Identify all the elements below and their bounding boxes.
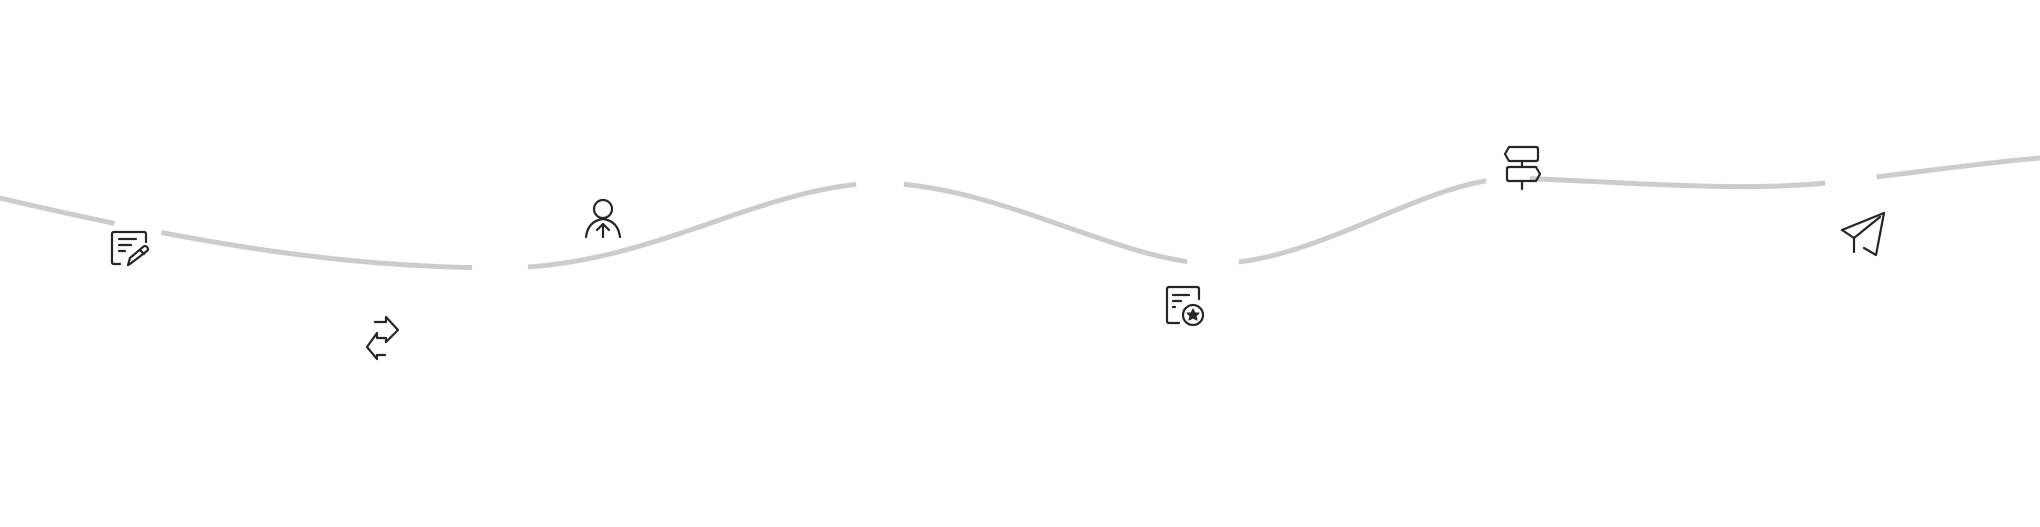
exchange-arrows-icon: [365, 315, 400, 361]
signpost-icon: [1503, 145, 1542, 191]
document-star-icon: [1165, 285, 1205, 327]
document-edit-icon: [110, 230, 150, 267]
wavy-path: [0, 155, 2040, 271]
user-upload-icon: [584, 198, 622, 239]
path-gaps: [114, 155, 1877, 296]
paper-plane-icon: [1840, 211, 1886, 257]
